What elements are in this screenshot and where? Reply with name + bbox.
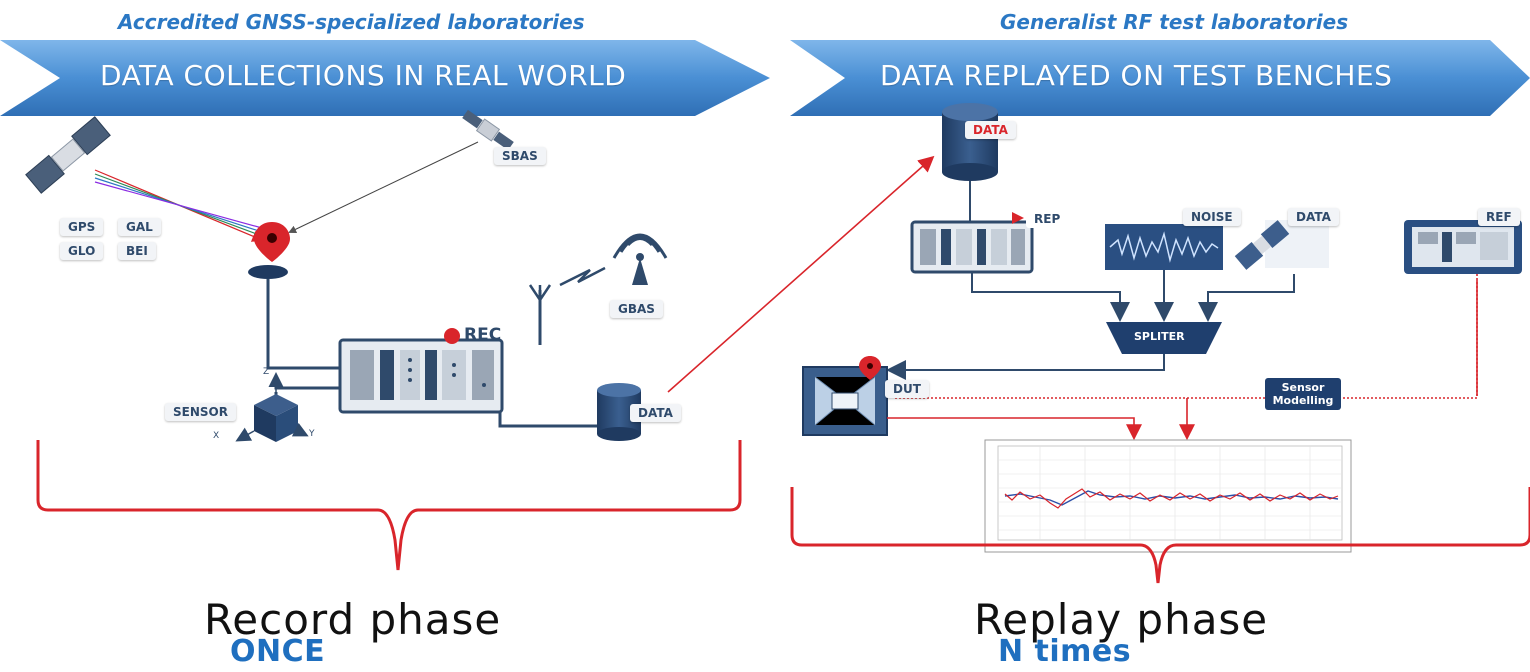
right-subtitle: Generalist RF test laboratories bbox=[1000, 10, 1349, 34]
reference-rack-icon bbox=[1404, 220, 1522, 274]
gbas-tower-icon bbox=[612, 233, 668, 285]
data-satellite-icon bbox=[1234, 220, 1329, 270]
splitter-label: SPLITER bbox=[1134, 330, 1185, 343]
result-plot-thumbnail bbox=[984, 439, 1352, 553]
right-banner bbox=[790, 40, 1530, 116]
bei-label: BEI bbox=[118, 242, 156, 260]
right-bracket bbox=[790, 487, 1530, 584]
recorder-rack-icon bbox=[338, 338, 504, 414]
data-storage-top-icon bbox=[942, 103, 998, 181]
replay-phase-frequency: N times bbox=[998, 634, 1132, 669]
sensor-modelling-label: Sensor Modelling bbox=[1265, 378, 1341, 410]
sensor-cube-icon bbox=[235, 372, 309, 442]
gbas-label: GBAS bbox=[610, 300, 663, 318]
gps-label: GPS bbox=[60, 218, 104, 236]
data-left-label: DATA bbox=[630, 404, 681, 422]
ref-label: REF bbox=[1478, 208, 1520, 226]
play-icon bbox=[1012, 212, 1024, 224]
record-phase-frequency: ONCE bbox=[230, 634, 326, 669]
left-subtitle: Accredited GNSS-specialized laboratories bbox=[118, 10, 585, 34]
location-pin-icon bbox=[254, 222, 290, 262]
radio-antenna-icon bbox=[528, 266, 606, 303]
replay-rack-icon bbox=[910, 220, 1034, 274]
left-bracket bbox=[36, 440, 742, 571]
rep-label: REP bbox=[1026, 210, 1069, 228]
sensor-modelling-line-2: Modelling bbox=[1272, 394, 1334, 407]
left-banner-text: DATA COLLECTIONS IN REAL WORLD bbox=[100, 59, 627, 92]
sbas-satellite-icon bbox=[462, 109, 514, 151]
sensor-label: SENSOR bbox=[165, 403, 236, 421]
axis-y-label: Y bbox=[309, 429, 315, 439]
data-storage-left-icon bbox=[597, 383, 641, 441]
gnss-satellite-icon bbox=[25, 116, 111, 194]
gnss-antenna-icon bbox=[248, 265, 288, 279]
dut-location-pin-icon bbox=[859, 356, 881, 380]
record-phase-title: Record phase bbox=[204, 595, 502, 644]
noise-generator-icon bbox=[1105, 224, 1223, 270]
sensor-modelling-line-1: Sensor bbox=[1281, 381, 1325, 394]
data-top-label: DATA bbox=[965, 121, 1016, 139]
right-banner-text: DATA REPLAYED ON TEST BENCHES bbox=[880, 59, 1393, 92]
axis-x-label: X bbox=[213, 431, 220, 441]
noise-label: NOISE bbox=[1183, 208, 1241, 226]
splitter-icon bbox=[1106, 322, 1222, 354]
sbas-label: SBAS bbox=[494, 147, 546, 165]
record-dot-icon bbox=[444, 328, 460, 344]
dut-label: DUT bbox=[885, 380, 929, 398]
data-sat-label: DATA bbox=[1288, 208, 1339, 226]
replay-phase-title: Replay phase bbox=[974, 595, 1269, 644]
dut-chamber-icon bbox=[802, 366, 888, 436]
left-banner bbox=[0, 40, 770, 116]
rec-label: REC bbox=[464, 325, 502, 345]
glo-label: GLO bbox=[60, 242, 104, 260]
gal-label: GAL bbox=[118, 218, 161, 236]
axis-z-label: Z bbox=[263, 367, 270, 377]
